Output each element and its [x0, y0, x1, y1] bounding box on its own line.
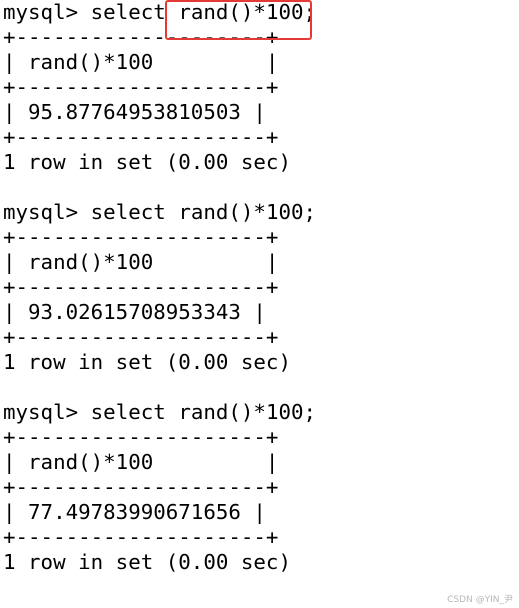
table-border: +--------------------+ [3, 25, 279, 49]
select-keyword: select [90, 200, 179, 224]
watermark: CSDN @YIN_尹 [447, 595, 513, 605]
mysql-prompt: mysql> [3, 200, 91, 224]
table-border: +--------------------+ [3, 125, 279, 149]
result-summary: 1 row in set (0.00 sec) [3, 550, 291, 574]
result-summary: 1 row in set (0.00 sec) [3, 150, 291, 174]
table-border: +--------------------+ [3, 475, 279, 499]
table-border: +--------------------+ [3, 75, 279, 99]
result-summary: 1 row in set (0.00 sec) [3, 350, 291, 374]
query-expression: rand()*100; [178, 0, 317, 24]
table-value-row: | 93.02615708953343 | [3, 300, 266, 324]
select-keyword: select [90, 0, 179, 24]
query-expression: rand()*100; [178, 200, 317, 224]
command-line: mysql> select rand()*100; [3, 400, 515, 425]
mysql-prompt: mysql> [3, 0, 91, 24]
table-header-row: | rand()*100 | [3, 50, 279, 74]
select-keyword: select [90, 400, 179, 424]
query-block-1: mysql> select rand()*100; +-------------… [3, 0, 515, 200]
command-line: mysql> select rand()*100; [3, 200, 515, 225]
terminal-output: mysql> select rand()*100; +-------------… [3, 0, 515, 575]
table-border: +--------------------+ [3, 425, 279, 449]
command-line: mysql> select rand()*100; [3, 0, 515, 25]
table-border: +--------------------+ [3, 225, 279, 249]
table-header-row: | rand()*100 | [3, 250, 279, 274]
mysql-prompt: mysql> [3, 400, 91, 424]
spacer [3, 375, 515, 400]
table-header-row: | rand()*100 | [3, 450, 279, 474]
query-block-2: mysql> select rand()*100; +-------------… [3, 200, 515, 400]
query-expression: rand()*100; [178, 400, 317, 424]
table-border: +--------------------+ [3, 525, 279, 549]
table-border: +--------------------+ [3, 275, 279, 299]
query-block-3: mysql> select rand()*100; +-------------… [3, 400, 515, 575]
table-value-row: | 77.49783990671656 | [3, 500, 266, 524]
table-border: +--------------------+ [3, 325, 279, 349]
spacer [3, 175, 515, 200]
table-value-row: | 95.87764953810503 | [3, 100, 266, 124]
